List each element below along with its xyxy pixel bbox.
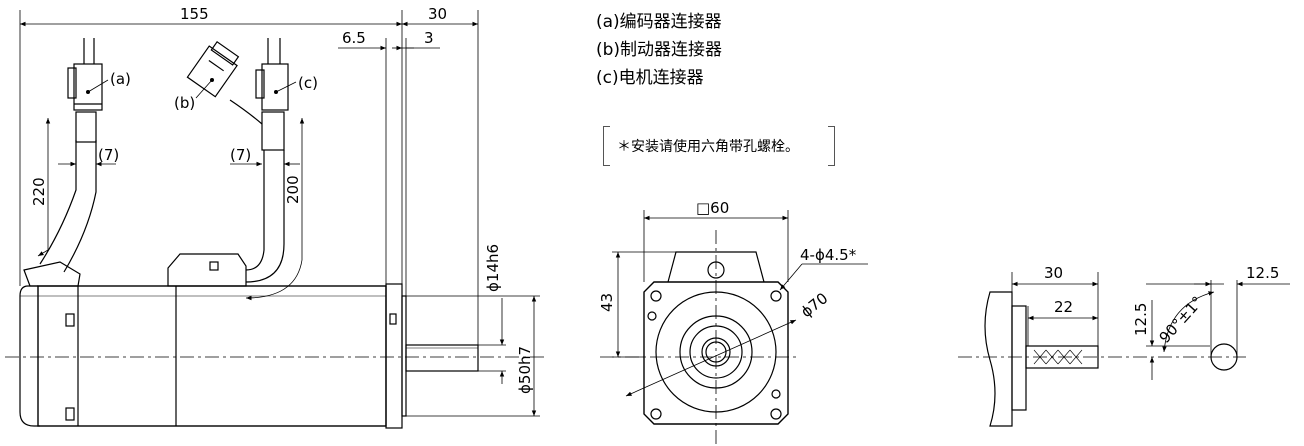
front-flange-square bbox=[643, 281, 789, 425]
front-view bbox=[600, 230, 800, 444]
dim-shaft-length-label: 30 bbox=[428, 5, 447, 23]
dim-mounting-holes-label: 4-ϕ4.5* bbox=[800, 246, 857, 264]
note-right-bracket bbox=[828, 126, 835, 166]
mounting-hole-tr bbox=[770, 290, 782, 302]
motor-rear-cap bbox=[19, 285, 40, 427]
mounting-hole-tl-2 bbox=[647, 311, 657, 321]
dim-cable-c-label: (7) bbox=[230, 146, 251, 164]
dim-holes-leader bbox=[779, 263, 803, 291]
dim-flange-thickness-label: 6.5 bbox=[342, 29, 366, 47]
terminal-block bbox=[167, 253, 247, 287]
front-pilot-circle bbox=[679, 315, 753, 389]
dim-encoder-cable-label: 220 bbox=[30, 177, 48, 206]
dim-cable-a-label: (7) bbox=[98, 146, 119, 164]
encoder-connector-body bbox=[73, 63, 103, 111]
encoder-cable bbox=[39, 140, 77, 265]
legend-motor-connector: (c)电机连接器 bbox=[596, 68, 704, 88]
legend-encoder-connector: (a)编码器连接器 bbox=[596, 12, 722, 32]
rear-clip-top bbox=[65, 313, 75, 327]
encoder-connector-latch bbox=[67, 67, 77, 99]
front-view-dimensions bbox=[612, 210, 868, 397]
installation-note: ＊安装请使用六角带孔螺栓。 bbox=[617, 139, 799, 155]
motor-flange bbox=[385, 283, 403, 429]
dim-detail-22-label: 22 bbox=[1054, 298, 1073, 316]
brake-connector-detail bbox=[208, 60, 224, 72]
note-left-bracket bbox=[603, 126, 610, 166]
label-c: (c) bbox=[298, 74, 318, 92]
terminal-screw bbox=[209, 261, 219, 271]
dim-total-length-label: 155 bbox=[180, 5, 209, 23]
encoder-cable-sleeve bbox=[75, 111, 97, 143]
side-view-dimensions bbox=[19, 10, 540, 417]
dim-detail-12-5-side-label: 12.5 bbox=[1132, 303, 1150, 336]
dim-220-leader bbox=[37, 249, 49, 257]
leader-c bbox=[275, 81, 297, 93]
rear-clip-bottom bbox=[65, 407, 75, 421]
legend-brake-connector: (b)制动器连接器 bbox=[596, 40, 723, 60]
dim-height-label: 43 bbox=[598, 293, 616, 312]
motor-pilot bbox=[401, 295, 407, 417]
mounting-hole-br bbox=[770, 408, 782, 420]
leader-b bbox=[195, 79, 213, 99]
power-cable-sleeve bbox=[261, 111, 285, 151]
detail-flange-break bbox=[984, 291, 1013, 427]
dim-detail-angle-label: 90°±1° bbox=[1156, 293, 1207, 347]
dim-shaft-step-label: 3 bbox=[424, 29, 434, 47]
dim-detail-12-5-top-label: 12.5 bbox=[1246, 264, 1279, 282]
mounting-hole-br-2 bbox=[771, 389, 781, 399]
dim-200-leader bbox=[245, 259, 303, 301]
power-cable bbox=[245, 150, 265, 271]
dim-shaft-diameter-label: ϕ14h6 bbox=[484, 244, 502, 292]
dim-bolt-circle-label: ϕ70 bbox=[797, 289, 831, 321]
motor-shaft bbox=[405, 344, 479, 372]
dim-flange-square-label: □60 bbox=[696, 199, 729, 217]
motor-body bbox=[37, 285, 387, 427]
label-a: (a) bbox=[110, 70, 131, 88]
encoder-cable-2 bbox=[63, 140, 97, 273]
shaft-detail-dimensions bbox=[1011, 272, 1290, 380]
shaft-detail bbox=[958, 291, 1246, 427]
side-view bbox=[5, 38, 545, 429]
brake-cable bbox=[229, 99, 263, 125]
dim-power-cable-label: 200 bbox=[284, 175, 302, 204]
leader-a bbox=[87, 79, 109, 93]
dim-detail-30-label: 30 bbox=[1044, 264, 1063, 282]
dim-pilot-diameter-label: ϕ50h7 bbox=[516, 346, 534, 394]
detail-shaft bbox=[1025, 345, 1099, 369]
motor-connector-body bbox=[261, 63, 289, 111]
flange-clip bbox=[389, 313, 397, 325]
label-b: (b) bbox=[174, 94, 195, 112]
front-terminal-block bbox=[667, 251, 765, 283]
detail-pilot bbox=[1011, 305, 1027, 411]
mounting-hole-bl bbox=[650, 408, 662, 420]
mounting-hole-tl bbox=[650, 290, 662, 302]
encoder-cable-boot bbox=[23, 261, 81, 287]
motor-connector-latch bbox=[255, 69, 265, 99]
installation-note-box: ＊安装请使用六角带孔螺栓。 bbox=[603, 126, 835, 166]
front-terminal-hole bbox=[707, 261, 725, 279]
power-cable-2 bbox=[245, 150, 285, 283]
brake-connector-cap bbox=[210, 40, 240, 66]
detail-key-hatch bbox=[1033, 349, 1083, 365]
leader-dots bbox=[86, 78, 278, 94]
dim-phi70-line bbox=[625, 319, 797, 397]
dim-angle-arc bbox=[1162, 291, 1215, 353]
brake-connector-body bbox=[186, 45, 238, 98]
